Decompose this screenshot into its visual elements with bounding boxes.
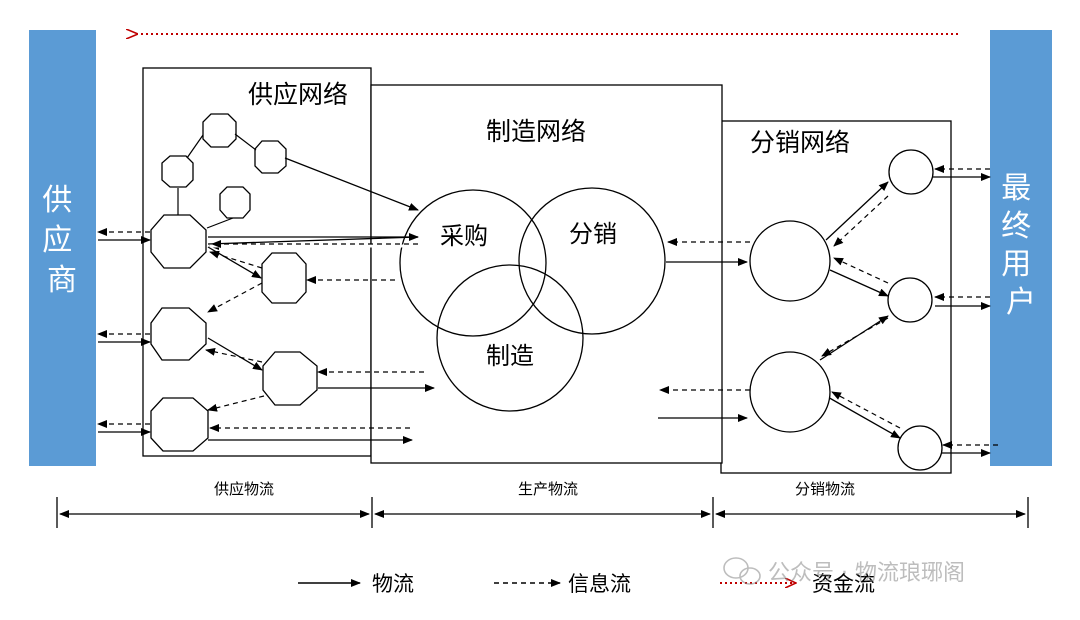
procurement-circle xyxy=(399,189,547,337)
supplier-links xyxy=(177,133,257,229)
supplier-node-4 xyxy=(219,186,251,219)
supplier-bar xyxy=(29,30,96,466)
distribution-nodes xyxy=(749,149,943,471)
supplier-node-1 xyxy=(202,113,237,148)
supplier-node-8 xyxy=(262,351,318,406)
supplier-node-9 xyxy=(150,397,209,452)
end-node-1 xyxy=(888,149,934,195)
distribution-circle xyxy=(518,187,666,335)
manufacturing-circle xyxy=(436,264,584,412)
distribution-logistics-label: 分销物流 xyxy=(795,480,855,498)
supplier-nodes xyxy=(150,113,318,452)
legend-capital-label: 资金流 xyxy=(812,572,875,596)
supplier-node-2 xyxy=(161,155,194,188)
legend: 物流 信息流 资金流 xyxy=(298,572,875,596)
supply-logistics-label: 供应物流 xyxy=(214,480,274,498)
watermark-text: 公众号 · 物流琅琊阁 xyxy=(768,561,965,586)
legend-material-label: 物流 xyxy=(372,572,414,596)
end-user-label: 最 终 用 户 xyxy=(1001,171,1041,320)
watermark: 公众号 · 物流琅琊阁 xyxy=(723,557,965,586)
section-left-heads xyxy=(59,510,725,518)
supply-network-title: 供应网络 xyxy=(248,80,348,109)
section-dividers xyxy=(56,497,1029,528)
supplier-label: 供 应 商 xyxy=(42,183,82,298)
distributor-node-2 xyxy=(749,351,831,433)
manufacturing-network-title: 制造网络 xyxy=(486,117,586,146)
manufacturing-circle-label: 制造 xyxy=(486,342,534,370)
end-user-bar xyxy=(990,30,1052,466)
distribution-circle-label: 分销 xyxy=(569,220,617,248)
procurement-label: 采购 xyxy=(440,222,488,250)
supplier-node-5 xyxy=(150,214,207,269)
wechat-icon xyxy=(723,557,761,585)
supplier-node-6 xyxy=(261,252,307,304)
supply-network-box xyxy=(142,67,372,457)
distributor-node-1 xyxy=(749,220,831,302)
legend-information-label: 信息流 xyxy=(568,572,631,596)
production-logistics-label: 生产物流 xyxy=(518,480,578,498)
distribution-network-title: 分销网络 xyxy=(750,128,850,157)
end-node-3 xyxy=(897,425,943,471)
supplier-node-3 xyxy=(254,140,287,174)
end-node-2 xyxy=(887,277,933,323)
supplier-node-7 xyxy=(150,307,207,361)
